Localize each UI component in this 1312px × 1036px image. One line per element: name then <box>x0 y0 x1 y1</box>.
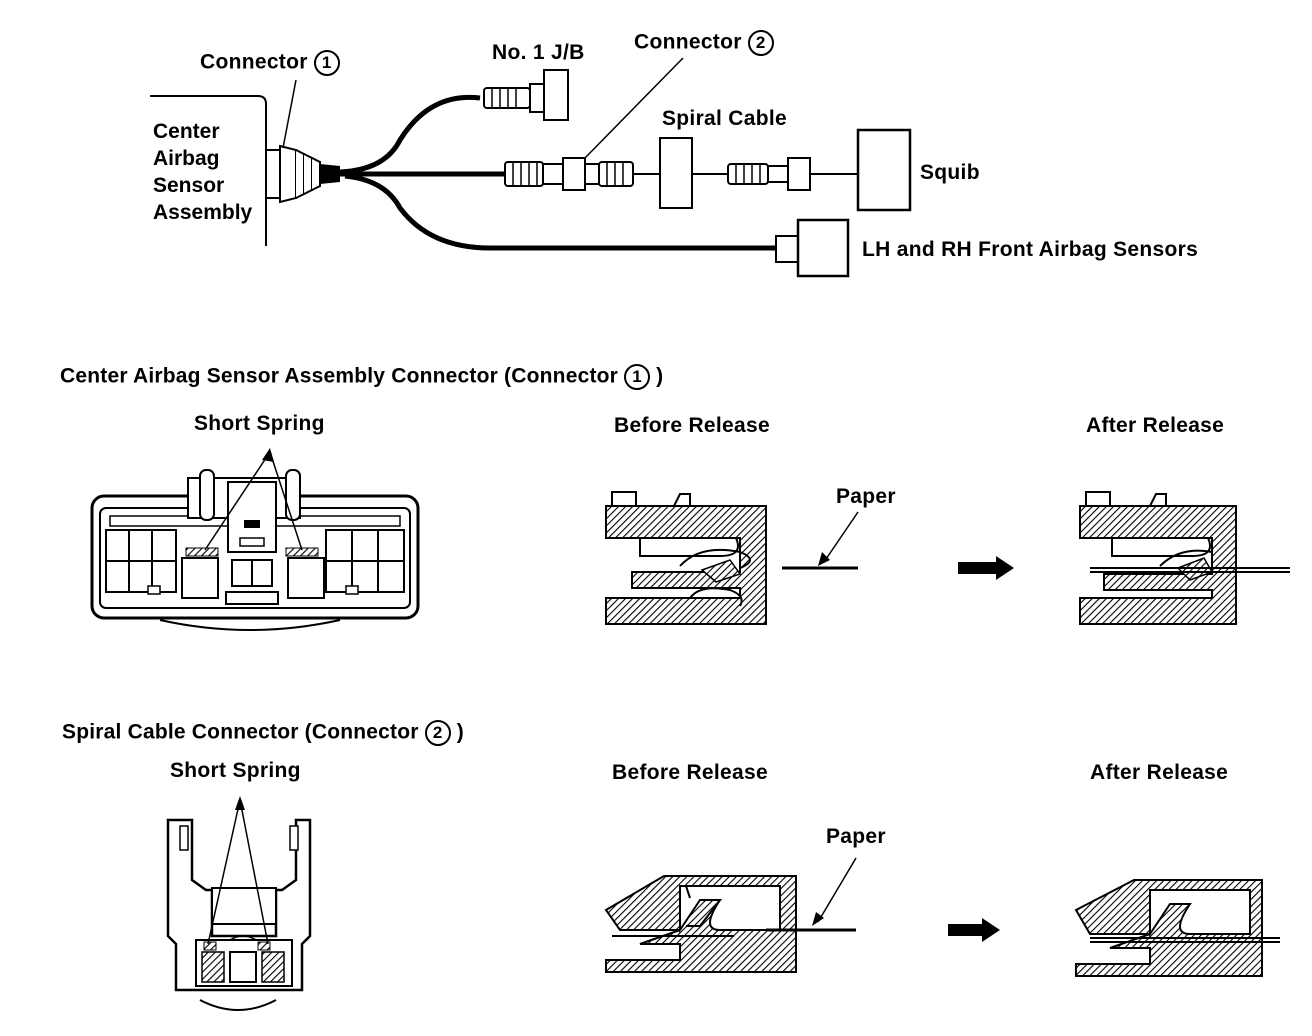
front-sensor-box <box>796 218 850 278</box>
connector2-assembly <box>504 157 660 191</box>
section1-title-close: ) <box>656 364 664 388</box>
section2-title-close: ) <box>456 720 464 744</box>
section1-title: Center Airbag Sensor Assembly Connector … <box>60 364 663 390</box>
front-sensor-plug <box>775 235 799 263</box>
connector2-label: Connector <box>634 30 742 54</box>
section1-before-release-drawing <box>605 491 859 625</box>
center-sensor-line: Assembly <box>153 201 253 224</box>
center-sensor-label: Center Airbag Sensor Assembly <box>153 118 252 226</box>
connector1-plate <box>265 149 281 199</box>
center-sensor-box-outline <box>150 95 267 246</box>
section2-short-spring-label: Short Spring <box>170 759 301 782</box>
connector2-leader <box>584 57 684 159</box>
center-sensor-line: Airbag <box>153 147 220 170</box>
section2-title-text: Spiral Cable Connector (Connector <box>62 720 419 744</box>
jb-connector <box>483 69 569 121</box>
connector1-label: Connector <box>200 50 308 74</box>
squib-connector <box>727 157 811 191</box>
connector1-number: 1 <box>313 50 340 76</box>
section2-before-release-drawing <box>604 857 857 973</box>
section2-arrow <box>948 918 1000 942</box>
section1-short-spring-label: Short Spring <box>194 412 325 435</box>
section1-arrow <box>958 556 1014 580</box>
section1-before-label: Before Release <box>614 414 770 437</box>
section2-title-number: 2 <box>424 720 451 746</box>
section1-title-number: 1 <box>624 364 651 390</box>
jb-label: No. 1 J/B <box>492 41 585 64</box>
section2-before-label: Before Release <box>612 761 768 784</box>
section1-paper-label: Paper <box>836 485 896 508</box>
section2-after-label: After Release <box>1090 761 1229 784</box>
center-sensor-line: Sensor <box>153 174 225 197</box>
squib-box <box>856 128 912 212</box>
connector1-face-view <box>90 448 420 631</box>
section1-title-text: Center Airbag Sensor Assembly Connector … <box>60 364 619 388</box>
front-sensors-label: LH and RH Front Airbag Sensors <box>862 238 1199 261</box>
spiral-cable-label: Spiral Cable <box>662 107 787 130</box>
connector1-leader <box>282 79 297 149</box>
connector2-number: 2 <box>747 30 774 56</box>
connector2-face-view <box>166 796 312 1011</box>
section1-after-label: After Release <box>1086 414 1225 437</box>
spiral-cable-box <box>659 137 693 209</box>
section2-paper-label: Paper <box>826 825 886 848</box>
squib-label: Squib <box>920 161 980 184</box>
wire-to-front-sensors <box>344 173 780 251</box>
center-sensor-line: Center <box>153 120 220 143</box>
section1-after-release-drawing <box>1079 491 1290 625</box>
section2-after-release-drawing <box>1074 879 1280 977</box>
wiring-diagram <box>150 57 912 278</box>
wire-to-jb <box>339 94 481 175</box>
